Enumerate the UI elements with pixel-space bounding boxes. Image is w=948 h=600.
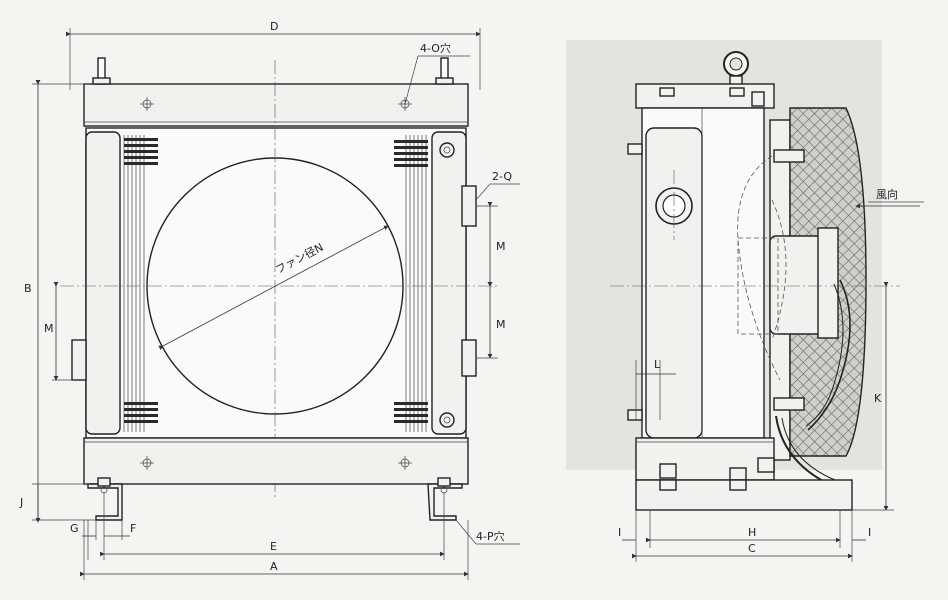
top-mount-channel bbox=[83, 83, 469, 127]
dim-A-label: A bbox=[270, 560, 278, 573]
shroud-clamp bbox=[773, 149, 805, 163]
mounting-foot-right bbox=[427, 483, 463, 521]
header-tank-left bbox=[85, 131, 121, 435]
bottom-bracket bbox=[635, 437, 775, 481]
bottom-mount-channel bbox=[83, 437, 469, 485]
lifting-lug-left bbox=[92, 57, 111, 85]
foot-bolt-icon bbox=[437, 477, 451, 494]
holes-P-label: 4-P穴 bbox=[476, 529, 505, 543]
bracket-nut-icon bbox=[729, 467, 747, 481]
side-view: 風向 L K I H I C bbox=[566, 40, 924, 562]
dim-F-label: F bbox=[130, 522, 136, 535]
mounting-foot-left bbox=[87, 483, 123, 521]
dim-G-label: G bbox=[70, 522, 79, 535]
bracket-nut-icon bbox=[659, 463, 677, 479]
bracket-nut-icon bbox=[659, 87, 675, 97]
side-plug-icon bbox=[627, 409, 643, 421]
side-plug-icon bbox=[627, 143, 643, 155]
dim-C-label: C bbox=[748, 542, 756, 555]
fan-blade-outline bbox=[737, 155, 781, 381]
header-tank-right bbox=[431, 131, 467, 435]
motor-housing bbox=[817, 227, 839, 339]
fin-bundles bbox=[124, 138, 428, 423]
dim-B-label: B bbox=[24, 282, 32, 295]
fin-lines-left bbox=[123, 135, 145, 432]
dim-M-upper-label: M bbox=[496, 240, 506, 253]
foot-bolt-icon bbox=[97, 477, 111, 494]
drain-plug-icon bbox=[439, 142, 455, 158]
base-bolt-icon bbox=[659, 479, 677, 491]
mount-hole-icon bbox=[140, 97, 154, 111]
bracket-nut-icon bbox=[751, 91, 765, 107]
dim-K-label: K bbox=[874, 392, 882, 405]
mount-hole-icon bbox=[398, 456, 412, 470]
dim-I-left-label: I bbox=[618, 526, 621, 539]
bracket-nut-icon bbox=[757, 457, 775, 473]
dim-J-label: J bbox=[19, 496, 23, 509]
port-left bbox=[71, 339, 87, 381]
dim-H-label: H bbox=[748, 526, 756, 539]
dim-M-left-label: M bbox=[44, 322, 54, 335]
dim-E-label: E bbox=[270, 540, 277, 553]
dim-I-right-label: I bbox=[868, 526, 871, 539]
base-bolt-icon bbox=[729, 479, 747, 491]
mount-hole-icon bbox=[140, 456, 154, 470]
fin-lines-right bbox=[405, 135, 427, 432]
port-bottom bbox=[461, 339, 477, 377]
dim-D-label: D bbox=[270, 20, 278, 33]
ports-Q-label: 2-Q bbox=[492, 170, 512, 183]
port-top bbox=[461, 185, 477, 227]
dim-M-lower-label: M bbox=[496, 318, 506, 331]
wind-direction-label: 風向 bbox=[876, 187, 898, 201]
holes-O-label: 4-O穴 bbox=[420, 41, 451, 55]
lifting-lug-right bbox=[435, 57, 454, 85]
shroud-clamp bbox=[773, 397, 805, 411]
bracket-nut-icon bbox=[729, 87, 745, 97]
front-view: ファン径N D 4-O穴 B bbox=[19, 20, 520, 580]
dim-L-label: L bbox=[654, 358, 661, 371]
drain-plug-icon bbox=[439, 412, 455, 428]
